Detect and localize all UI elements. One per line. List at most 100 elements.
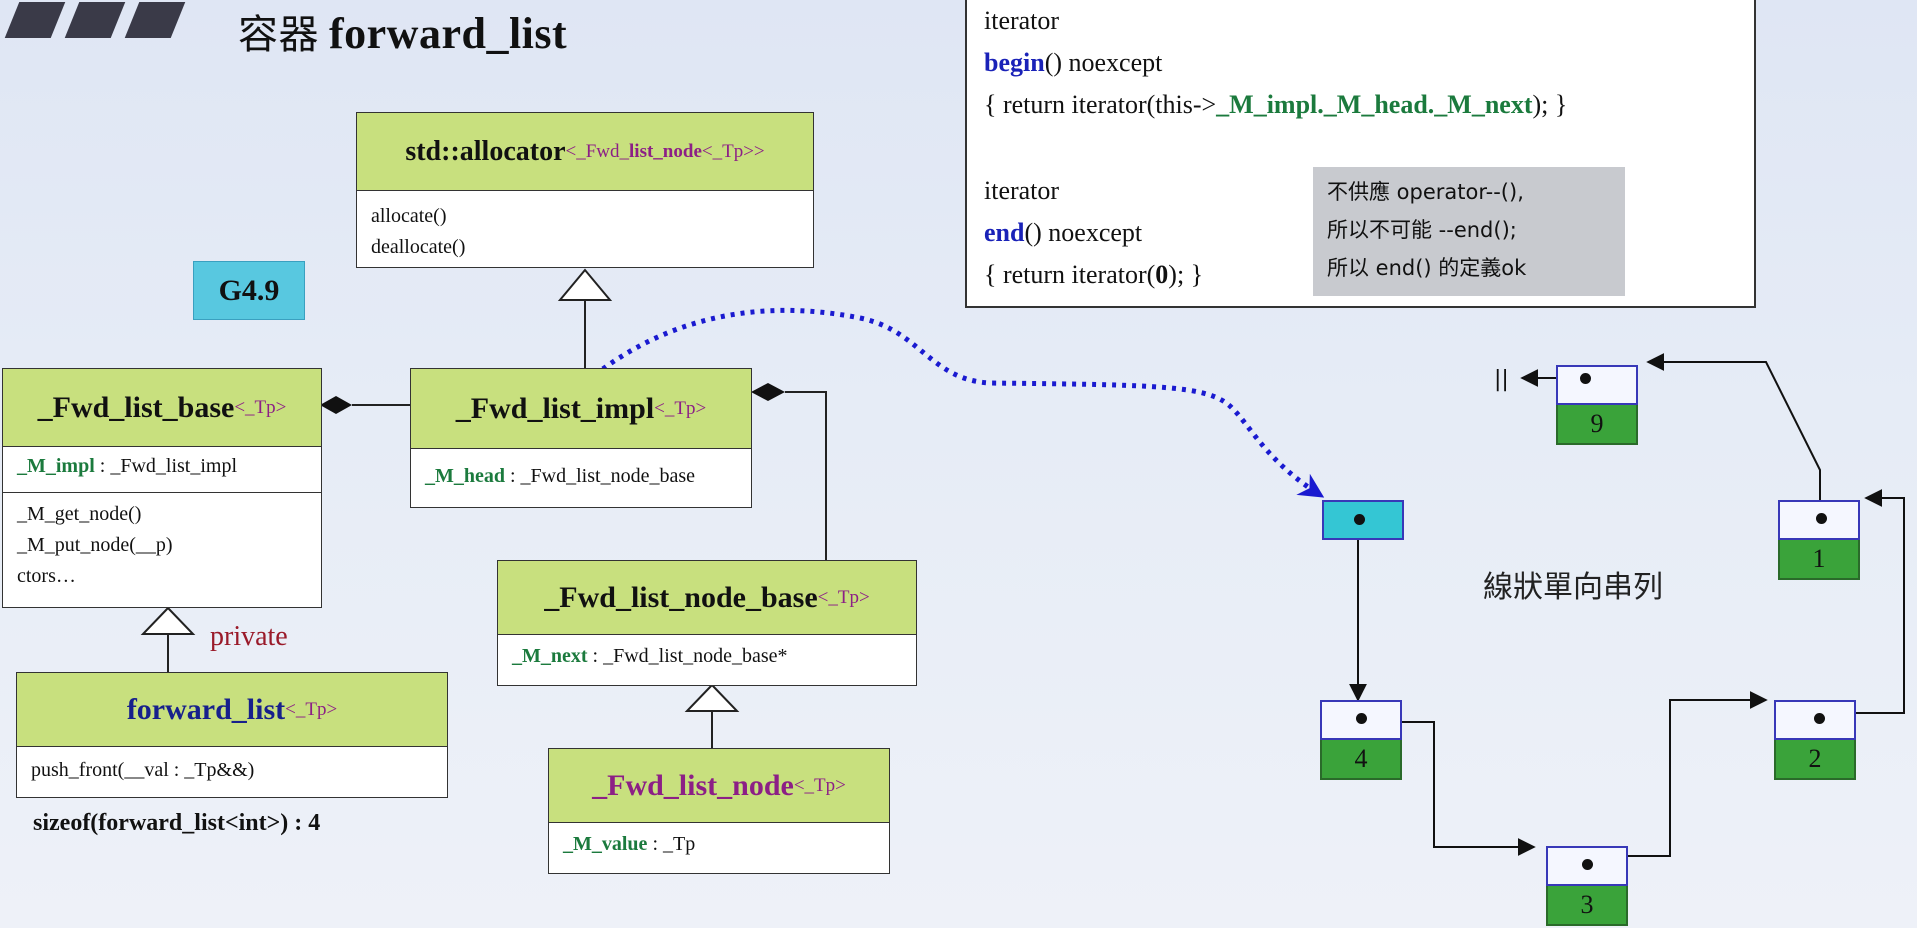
fwd-list-impl-header: _Fwd_list_impl<_Tp> <box>411 369 751 449</box>
sizeof-note: sizeof(forward_list<int>) : 4 <box>33 810 321 836</box>
code-highlight: 0 <box>1155 260 1169 289</box>
code-text: ); } <box>1168 260 1204 289</box>
fwd-list-impl-name: _Fwd_list_impl <box>455 391 655 425</box>
code-line: end() noexcept <box>984 218 1142 248</box>
fwd-list-impl-tparam: <_Tp> <box>654 397 707 419</box>
code-text: { return iterator(this-> <box>984 90 1217 119</box>
node-base-member-type: : _Fwd_list_node_base* <box>587 645 788 667</box>
node-value: 1 <box>1778 540 1860 580</box>
fwd-list-impl-member-type: : _Fwd_list_node_base <box>505 465 695 487</box>
node-name: _Fwd_list_node <box>592 768 794 802</box>
node-pointer <box>1778 500 1860 540</box>
version-tag: G4.9 <box>193 261 305 320</box>
node-base-name: _Fwd_list_node_base <box>544 580 818 614</box>
forward-list-header: forward_list<_Tp> <box>17 673 447 747</box>
impl-composition-diamond <box>751 383 785 401</box>
impl-nodebase-line <box>785 391 827 560</box>
fwd-list-base-ops: _M_get_node() _M_put_node(__p) ctors… <box>3 493 321 598</box>
list-node: 2 <box>1774 700 1856 780</box>
fwd-list-base-name: _Fwd_list_base <box>37 390 235 424</box>
fwd-list-impl-members: _M_head : _Fwd_list_node_base <box>411 449 751 494</box>
code-text: { return iterator( <box>984 260 1156 289</box>
node-value: 3 <box>1546 886 1628 926</box>
pointer-dot <box>1816 513 1827 524</box>
title-cn: 容器 <box>238 12 319 58</box>
pointer-dot <box>1354 514 1365 525</box>
fwd-list-base-members: _M_impl : _Fwd_list_impl <box>3 447 321 493</box>
fwd-list-base-op: ctors… <box>17 565 76 587</box>
code-line: begin() noexcept <box>984 48 1162 78</box>
code-box: iterator begin() noexcept { return itera… <box>965 0 1756 308</box>
fwd-list-base-class: _Fwd_list_base<_Tp> _M_impl : _Fwd_list_… <box>2 368 322 608</box>
null-terminator: || <box>1494 367 1509 392</box>
code-line: iterator <box>984 6 1060 35</box>
code-keyword: end <box>984 218 1025 247</box>
node-base-member: _M_next <box>512 645 588 667</box>
node-base-members: _M_next : _Fwd_list_node_base* <box>498 635 916 674</box>
node-member-type: : _Tp <box>647 833 696 855</box>
fwd-list-node-class: _Fwd_list_node<_Tp> _M_value : _Tp <box>548 748 890 874</box>
forward-list-class: forward_list<_Tp> push_front(__val : _Tp… <box>16 672 448 798</box>
private-label: private <box>210 621 288 652</box>
list-node: 1 <box>1778 500 1860 580</box>
fwd-list-base-member-type: : _Fwd_list_impl <box>94 455 238 477</box>
node-pointer <box>1546 846 1628 886</box>
fwd-list-node-base-header: _Fwd_list_node_base<_Tp> <box>498 561 916 635</box>
code-line: iterator <box>984 176 1060 205</box>
fwd-list-impl-member: _M_head <box>425 465 505 487</box>
forwardlist-inherit-triangle <box>140 606 196 635</box>
head-pointer-dotted-arrow <box>517 307 1325 498</box>
impl-inherit-triangle <box>557 268 613 301</box>
node-value: 9 <box>1556 405 1638 445</box>
node3-to-node2-arrow <box>1586 691 1768 857</box>
node1-to-node9-arrow <box>1646 353 1821 514</box>
fwd-list-base-header: _Fwd_list_base<_Tp> <box>3 369 321 447</box>
note-line: 所以不可能 --end(); <box>1327 218 1517 242</box>
allocator-ops: allocate() deallocate() <box>357 191 813 269</box>
list-head-node <box>1322 500 1404 540</box>
node-tparam: <_Tp> <box>793 774 846 796</box>
forward-list-tparam: <_Tp> <box>285 698 338 720</box>
allocator-op: deallocate() <box>371 236 466 258</box>
note-line: 所以 end() 的定義ok <box>1327 256 1527 280</box>
note-line: 不供應 operator--(), <box>1327 180 1524 204</box>
code-text: () noexcept <box>1044 48 1163 77</box>
node-pointer <box>1556 365 1638 405</box>
node-member: _M_value <box>563 833 648 855</box>
fwd-list-base-member: _M_impl <box>17 455 95 477</box>
pointer-dot <box>1580 373 1591 384</box>
allocator-header: std::allocator <_Fwd_list_node<_Tp>> <box>357 113 813 191</box>
allocator-name: std::allocator <box>405 135 566 167</box>
title-en: forward_list <box>329 9 568 58</box>
forward-list-op: push_front(__val : _Tp&&) <box>31 759 255 781</box>
fwd-list-impl-class: _Fwd_list_impl<_Tp> _M_head : _Fwd_list_… <box>410 368 752 508</box>
allocator-class: std::allocator <_Fwd_list_node<_Tp>> all… <box>356 112 814 268</box>
node-pointer <box>1320 700 1402 740</box>
code-highlight: _M_impl._M_head._M_next <box>1216 90 1533 119</box>
node-inherit-triangle <box>684 683 740 712</box>
code-text: ); } <box>1532 90 1568 119</box>
node-value: 4 <box>1320 740 1402 780</box>
code-keyword: begin <box>984 48 1045 77</box>
node-base-tparam: <_Tp> <box>817 586 870 608</box>
node-value: 2 <box>1774 740 1856 780</box>
pointer-dot <box>1582 859 1593 870</box>
code-text: () noexcept <box>1024 218 1143 247</box>
code-line: { return iterator(this->_M_impl._M_head.… <box>984 90 1567 120</box>
list-label: 線狀單向串列 <box>1483 570 1663 605</box>
list-node: 4 <box>1320 700 1402 780</box>
forward-list-name: forward_list <box>126 692 286 726</box>
fwd-list-node-base-class: _Fwd_list_node_base<_Tp> _M_next : _Fwd_… <box>497 560 917 686</box>
base-composition-diamond <box>320 396 352 414</box>
forward-list-ops: push_front(__val : _Tp&&) <box>17 747 447 788</box>
allocator-tparam-open: <_Fwd_ <box>565 140 630 162</box>
fwd-list-base-tparam: <_Tp> <box>234 396 287 418</box>
allocator-tparam-mid: list_node <box>629 140 702 162</box>
list-node: 9 <box>1556 365 1638 445</box>
fwd-list-base-op: _M_put_node(__p) <box>17 534 173 556</box>
end-note: 不供應 operator--(), 所以不可能 --end(); 所以 end(… <box>1313 167 1625 296</box>
allocator-tparam-close: <_Tp>> <box>701 140 765 162</box>
node-pointer <box>1774 700 1856 740</box>
